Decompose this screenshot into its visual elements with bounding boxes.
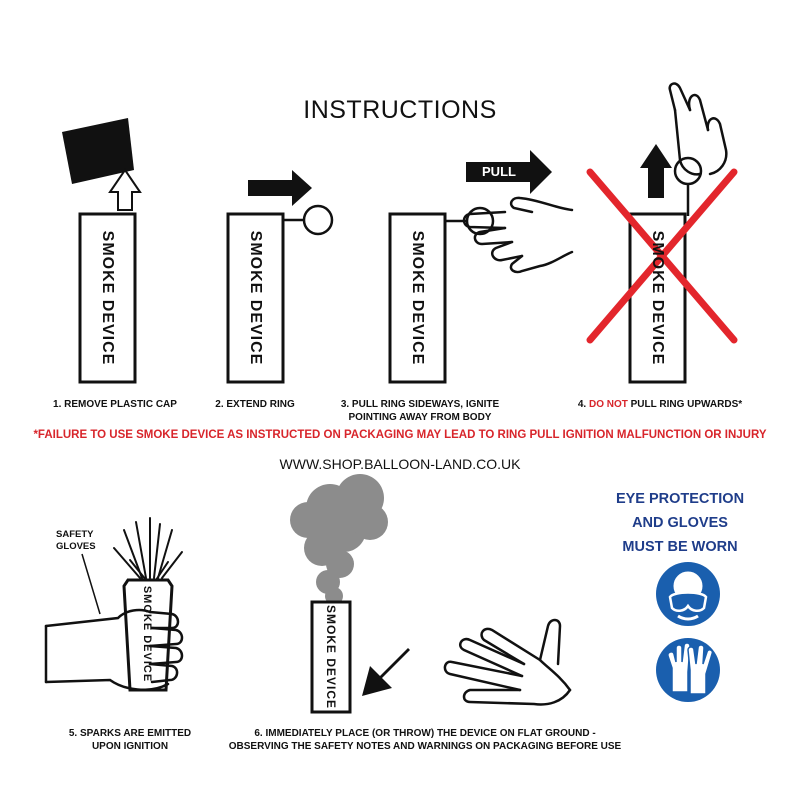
pull-ring-icon [302,204,334,236]
page-title: INSTRUCTIONS [303,96,497,124]
step-3-caption: 3. PULL RING SIDEWAYS, IGNITE POINTING A… [340,399,500,423]
open-hand-icon [443,618,572,706]
device-label-2: SMOKE DEVICE [247,230,264,366]
device-label-3: SMOKE DEVICE [409,230,426,366]
step-2-caption: 2. EXTEND RING [215,399,295,410]
device-label-4: SMOKE DEVICE [649,230,666,366]
pulling-up-hand-icon [668,82,728,176]
warning-text: *FAILURE TO USE SMOKE DEVICE AS INSTRUCT… [33,429,767,441]
pull-label: PULL [482,164,516,179]
pull-arrow-icon [466,150,552,194]
right-arrow-icon [248,170,312,206]
website-url[interactable]: WWW.SHOP.BALLOON-LAND.CO.UK [279,456,521,472]
pulling-hand-icon [462,196,574,274]
ppe-notice: EYE PROTECTION AND GLOVES MUST BE WORN [615,491,745,555]
sparks-icon [113,517,183,581]
prohibited-cross-icon [586,168,738,344]
gloved-hand-icon [44,608,184,691]
device-label-1: SMOKE DEVICE [99,230,116,366]
safety-gloves-pointer [81,553,101,615]
safety-gloves-label: SAFETY GLOVES [56,529,96,552]
smoke-device-3 [388,212,447,384]
down-left-arrow-icon [362,648,410,696]
up-arrow-outline-icon [108,168,142,211]
smoke-device-1 [78,212,137,384]
plastic-cap-icon [62,118,134,184]
step-1-caption: 1. REMOVE PLASTIC CAP [53,399,177,410]
step-4-caption: 4. DO NOT PULL RING UPWARDS* [577,399,743,410]
device-label-6: SMOKE DEVICE [324,604,338,710]
up-arrow-icon [640,144,672,198]
step-6-caption: 6. IMMEDIATELY PLACE (OR THROW) THE DEVI… [228,728,622,752]
step-5-caption: 5. SPARKS ARE EMITTED UPON IGNITION [68,728,192,752]
smoke-device-2 [226,212,285,384]
device-label-5: SMOKE DEVICE [141,585,153,683]
smoke-device-6 [310,600,352,714]
smoke-cloud-icon [290,474,388,605]
